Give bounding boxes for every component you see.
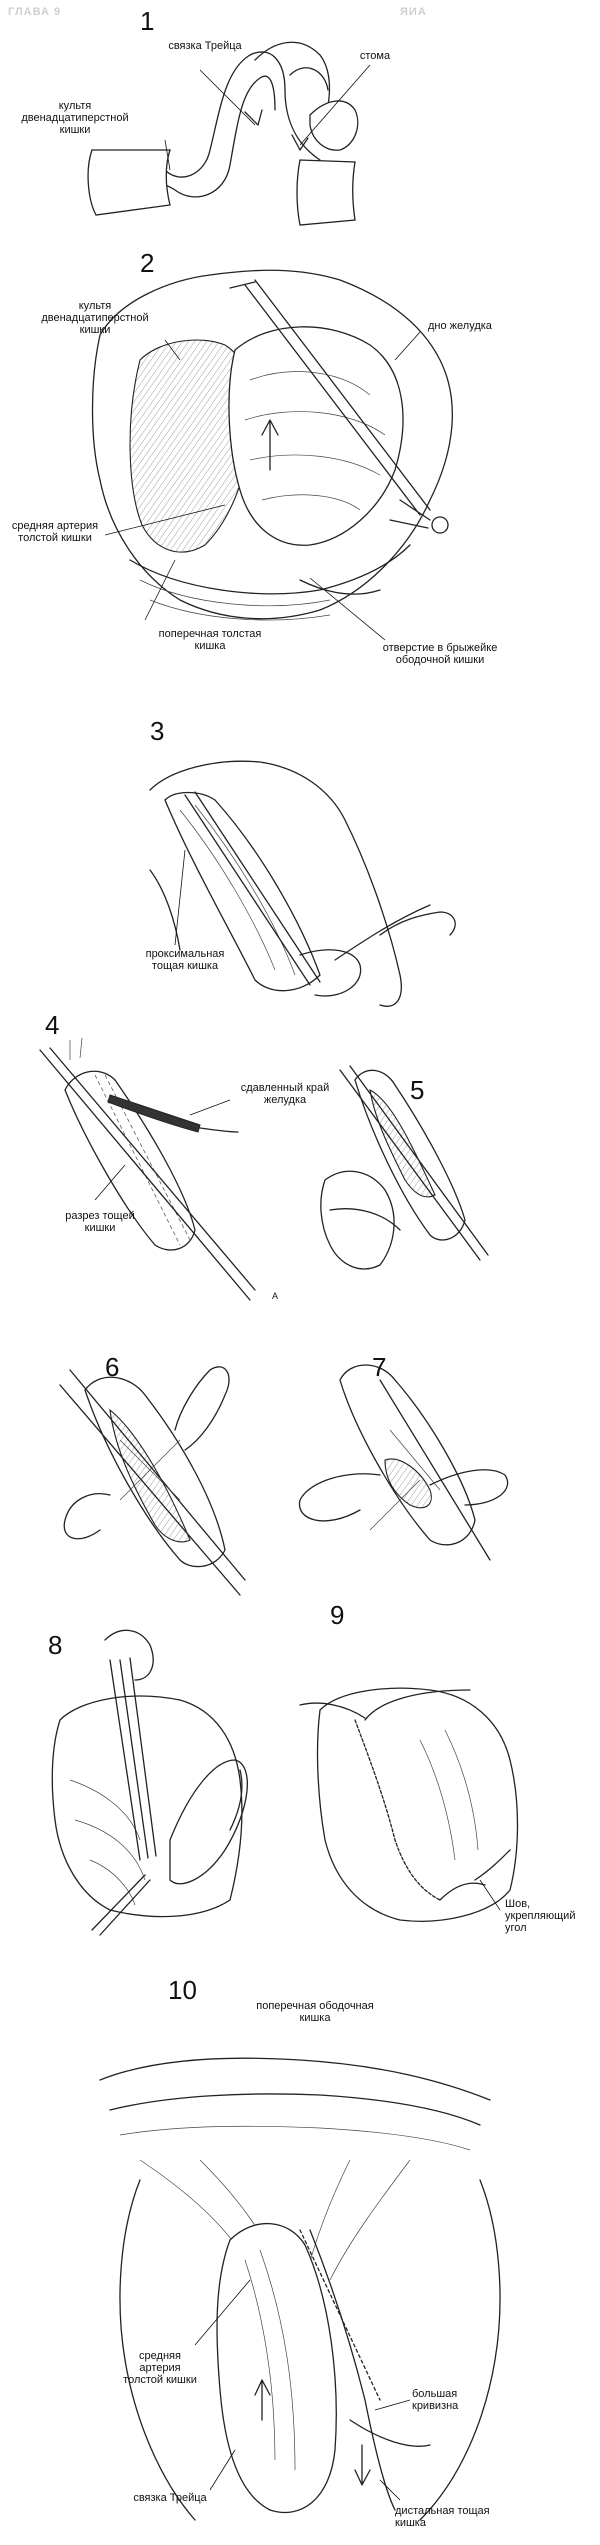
leader-lines <box>94 64 501 2501</box>
running-header-right: ЯИА <box>400 6 427 18</box>
figure-10-label-treitz: связка Трейца <box>133 2492 207 2504</box>
figure-10-number: 10 <box>168 1975 197 2005</box>
figure-9-label-angle-suture: Шов, укрепляющий угол <box>505 1898 576 1934</box>
figure-2-drawing <box>91 269 453 621</box>
figure-3-number: 3 <box>150 716 165 746</box>
figure-6-drawing <box>59 1366 246 1596</box>
figure-4-marker-a: A <box>272 1291 279 1301</box>
figure-1-label-duodenal-stump: культя двенадцатиперстной кишки <box>21 100 129 136</box>
figure-2-number: 2 <box>140 248 155 278</box>
running-header-left: ГЛАВА 9 <box>8 6 62 18</box>
figure-2-label-mesocolon-opening: отверстие в брыжейке ободочной кишки <box>382 642 498 666</box>
figure-4-drawing <box>39 1037 256 1301</box>
figure-8-drawing <box>51 1629 248 1936</box>
figure-5-number: 5 <box>410 1075 425 1105</box>
figure-9-drawing <box>299 1687 519 1922</box>
figure-8-number: 8 <box>48 1630 63 1660</box>
figure-2-label-fundus: дно желудка <box>428 320 492 332</box>
figure-10-label-middle-colic: средняя артерия толстой кишки <box>123 2350 197 2386</box>
figure-1-label-stoma: стома <box>359 50 391 62</box>
figure-4-label-jejunal-incision: разрез тощей кишки <box>65 1210 135 1234</box>
figure-4-number: 4 <box>45 1010 60 1040</box>
figure-1-drawing <box>87 41 359 226</box>
figure-6-number: 6 <box>105 1352 120 1382</box>
figure-4-label-crushed-edge: сдавленный край желудка <box>240 1082 330 1106</box>
figure-1-number: 1 <box>140 6 155 36</box>
figure-2-label-transverse-colon: поперечная толстая кишка <box>158 628 262 652</box>
figure-10-label-greater-curvature: большая кривизна <box>412 2388 459 2412</box>
figure-3-drawing <box>149 760 456 1007</box>
figure-9-number: 9 <box>330 1600 345 1630</box>
figure-5-drawing <box>320 1065 489 1270</box>
figure-7-number: 7 <box>372 1352 387 1382</box>
figure-1-label-treitz: связка Трейца <box>168 40 242 52</box>
figure-3-label-proximal-jejunum: проксимальная тощая кишка <box>145 948 225 972</box>
figure-10-label-transverse-colon: поперечная ободочная кишка <box>256 2000 374 2024</box>
figure-2-label-duodenal-stump: культя двенадцатиперстной кишки <box>41 300 149 336</box>
figure-10-label-distal-jejunum: дистальная тощая кишка <box>395 2505 490 2529</box>
figure-7-drawing <box>298 1364 509 1561</box>
figure-2-label-middle-colic: средняя артерия толстой кишки <box>11 520 99 544</box>
figure-10-drawing <box>99 2057 501 2521</box>
